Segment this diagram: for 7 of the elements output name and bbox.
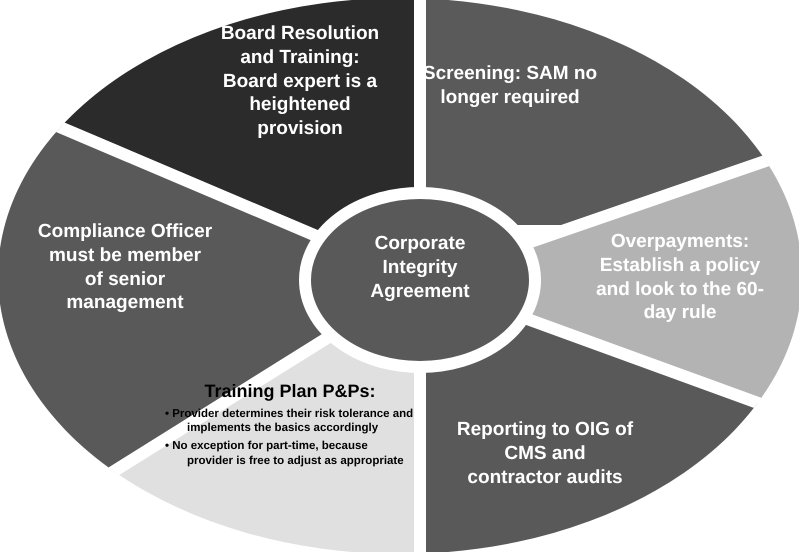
segment-label: Screening: SAM no longer required	[422, 62, 598, 110]
segment-label: Corporate Integrity Agreement	[369, 232, 471, 304]
segment-label: Reporting to OIG of CMS and contractor audits	[456, 418, 634, 490]
segment-label: Board Resolution and Training: Board expert is a heightened provision	[220, 22, 380, 141]
bullet-item: • No exception for part-time, because provider is free to adjust as appropriate	[165, 439, 405, 468]
segment-label: Compliance Officer must be member of senior management	[38, 220, 212, 315]
segment-label: Overpayments: Establish a policy and look to the 60-day rule	[595, 230, 765, 325]
